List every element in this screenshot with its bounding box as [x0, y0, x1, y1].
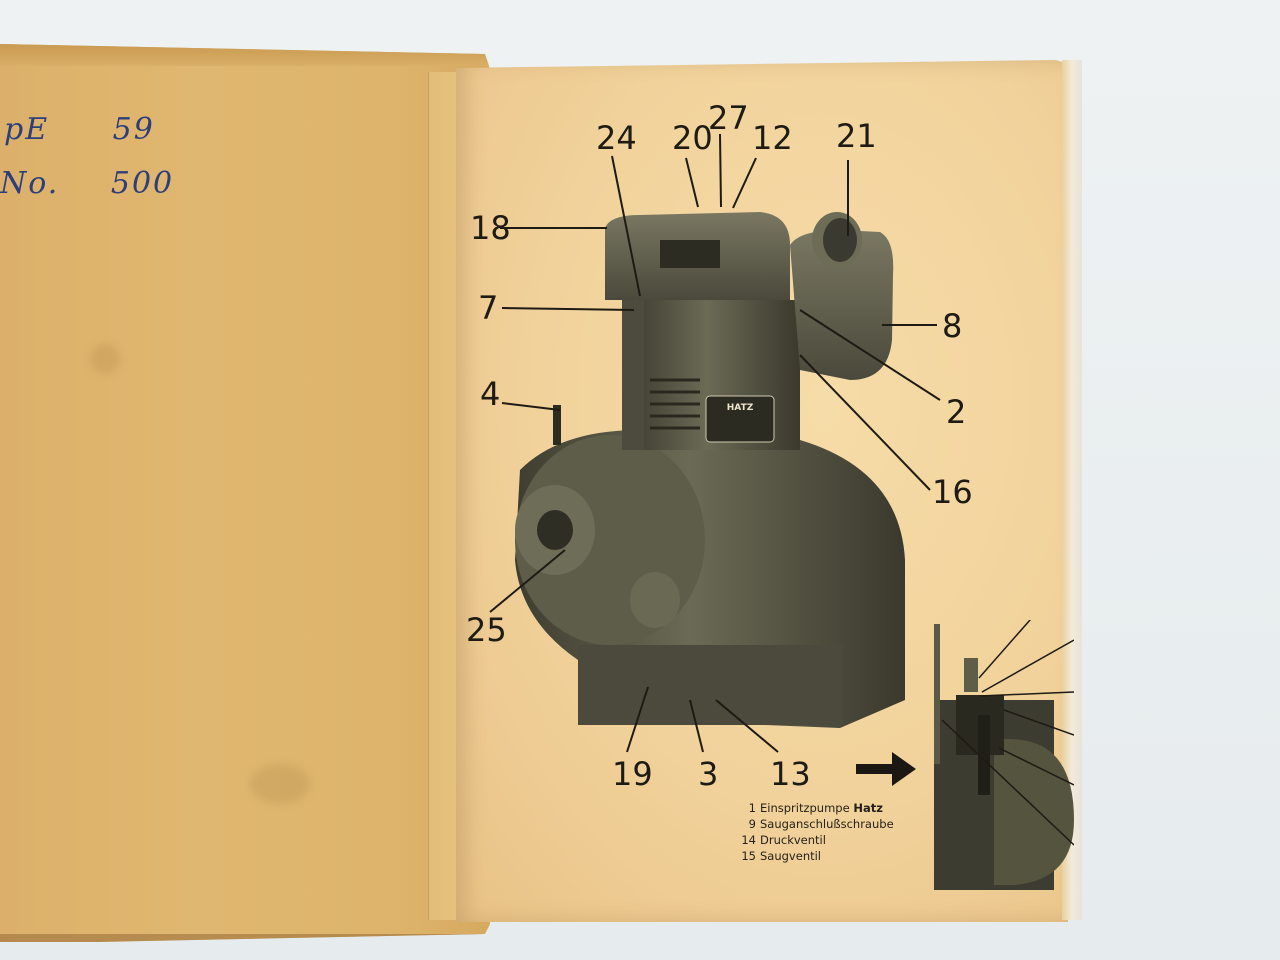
callout-2: 2: [946, 393, 967, 431]
injection-pump-inset: [934, 620, 1074, 890]
callout-20: 20: [672, 119, 713, 157]
callout-3: 3: [698, 755, 719, 793]
callout-8: 8: [942, 307, 963, 345]
paper-stain: [90, 344, 120, 374]
left-cover-page: [0, 44, 490, 942]
callout-21: 21: [836, 117, 877, 155]
paper-stain: [250, 764, 310, 804]
arrow-right-icon: [856, 752, 916, 786]
callout-13: 13: [770, 755, 811, 793]
callout-12: 12: [752, 119, 793, 157]
handwritten-note-type: pE 59: [4, 112, 155, 147]
callout-25: 25: [466, 611, 507, 649]
page-stack-edge: [1062, 60, 1082, 920]
callout-18: 18: [470, 209, 511, 247]
handwritten-note-number: No. 500: [0, 166, 175, 201]
callout-27: 27: [708, 99, 749, 137]
callout-7: 7: [478, 289, 499, 327]
callout-24: 24: [596, 119, 637, 157]
callout-19: 19: [612, 755, 653, 793]
cover-bottom-edge: [0, 934, 490, 942]
callout-16: 16: [932, 473, 973, 511]
callout-4: 4: [480, 375, 501, 413]
